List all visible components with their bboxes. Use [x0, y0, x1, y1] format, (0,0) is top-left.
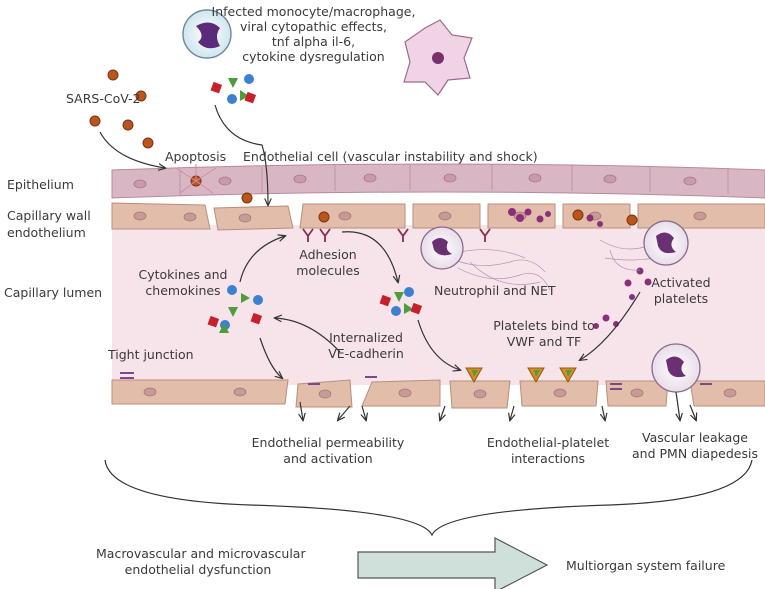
ep-interactions-label-1: Endothelial-platelet [486, 435, 610, 450]
activated-platelet-cell [599, 220, 689, 271]
diapedesis-cell [651, 343, 701, 393]
capillary-wall-label-1: Capillary wall [7, 208, 91, 223]
macrophage-icon [403, 19, 473, 96]
neutrophil-net-label: Neutrophil and NET [434, 283, 556, 298]
ep-interactions-label-2: interactions [510, 451, 586, 466]
internalized-label-2: VE-cadherin [328, 346, 404, 361]
capillary-lumen-label: Capillary lumen [4, 285, 103, 300]
platelets-bind-label-1: Platelets bind to [493, 318, 595, 333]
dysfunction-label-2: endothelial dysfunction [124, 562, 272, 577]
infected-label-1: Infected monocyte/macrophage, [211, 4, 416, 19]
adhesion-label-1: Adhesion [299, 247, 357, 262]
cytokines-label-2: chemokines [145, 283, 221, 298]
apoptosis-burst [175, 164, 217, 194]
summary-bracket [104, 459, 753, 537]
cytokine-icon [207, 285, 263, 333]
infected-label-2: viral cytopathic effects, [240, 19, 387, 34]
infected-label-3: tnf alpha il-6, [271, 34, 356, 49]
dysfunction-label-1: Macrovascular and microvascular [96, 546, 306, 561]
activated-label-2: platelets [653, 291, 709, 306]
sars-cov2-label: SARS-CoV-2 [66, 91, 141, 106]
apoptosis-label: Apoptosis [165, 149, 227, 164]
platelets-bind-label-2: VWF and TF [506, 334, 582, 349]
vwf-tf-icon [465, 367, 577, 384]
internalized-label-1: Internalized [329, 330, 403, 345]
multiorgan-label: Multiorgan system failure [566, 558, 726, 573]
cytokines-label-1: Cytokines and [138, 267, 228, 282]
infected-label-4: cytokine dysregulation [242, 49, 385, 64]
adhesion-label-2: molecules [296, 263, 360, 278]
monocyte-icon [182, 9, 232, 59]
virus-icon [89, 69, 638, 226]
tight-junction-label: Tight junction [108, 347, 194, 362]
neutrophil-icon [420, 226, 551, 291]
activated-label-1: Activated [651, 275, 711, 290]
epithelium-layer [111, 163, 765, 199]
permeability-label-2: and activation [283, 451, 373, 466]
endothelial-cell-label: Endothelial cell (vascular instability a… [243, 149, 538, 164]
platelet-icon [508, 208, 652, 329]
leakage-label-2: and PMN diapedesis [632, 446, 758, 461]
leakage-label-1: Vascular leakage [642, 430, 748, 445]
adhesion-molecule-icon [302, 228, 491, 242]
cytokine-icon [210, 74, 257, 104]
epithelium-label: Epithelium [7, 177, 74, 192]
flow-arrows [99, 104, 696, 420]
cytokine-icon [379, 287, 423, 316]
capillary-wall-label-2: endothelium [7, 225, 86, 240]
permeability-label-1: Endothelial permeability [251, 435, 405, 450]
big-arrow-icon [357, 537, 549, 589]
tight-junction-icon [120, 372, 712, 390]
